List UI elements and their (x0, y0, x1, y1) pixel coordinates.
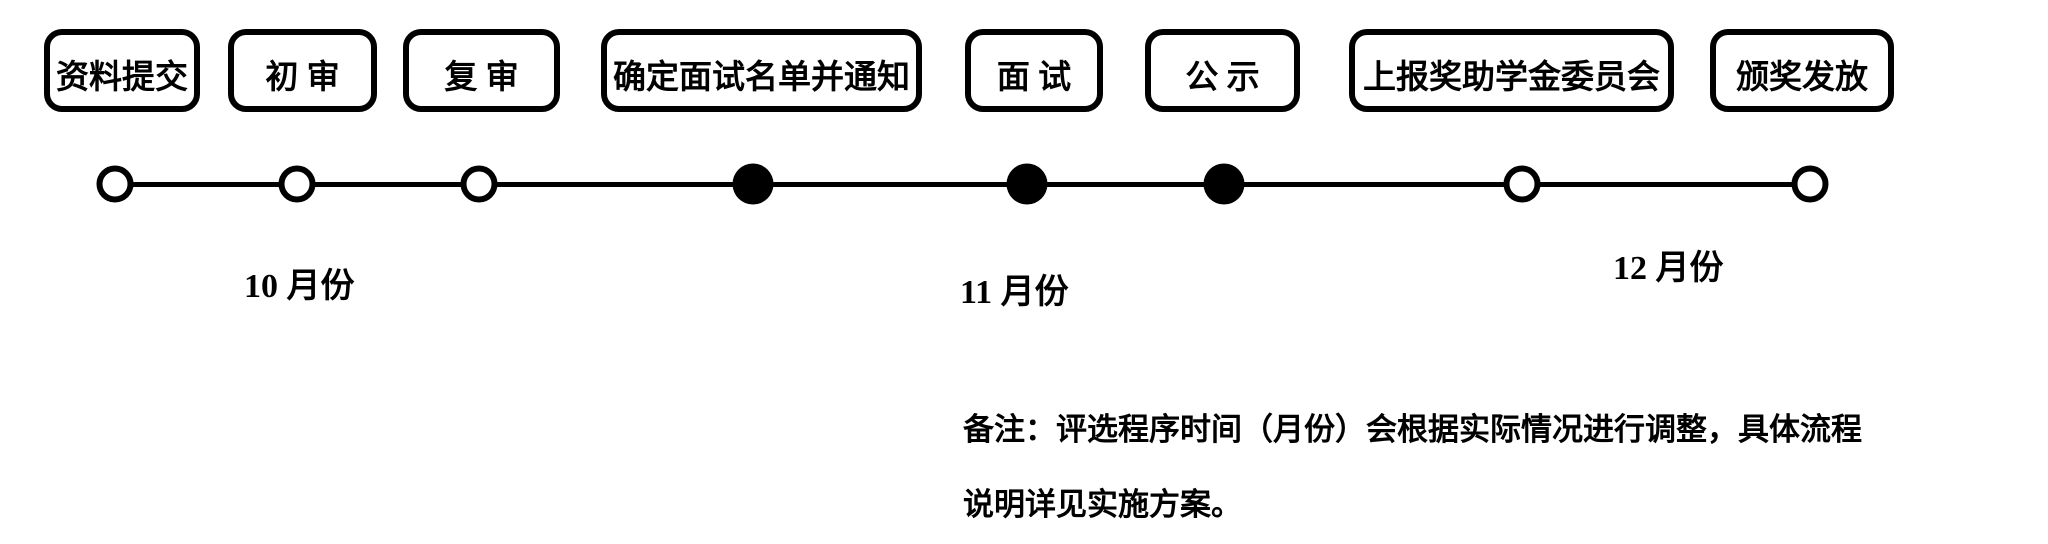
timeline-node-interview (1006, 163, 1048, 205)
stage-box-interview: 面 试 (965, 29, 1103, 112)
timeline-node-second-review (460, 165, 498, 203)
note-line-2: 说明详见实施方案。 (963, 487, 1242, 522)
stage-box-report-committee: 上报奖助学金委员会 (1349, 29, 1674, 112)
timeline-node-interview-list-notify (732, 163, 774, 205)
stage-box-second-review: 复 审 (403, 29, 560, 112)
stage-box-award-distribution: 颁奖发放 (1710, 29, 1894, 112)
timeline-node-award-distribution (1791, 165, 1829, 203)
month-label-october: 10 月份 (244, 268, 355, 305)
stage-box-preliminary-review: 初 审 (228, 29, 377, 112)
stage-box-interview-list-notify: 确定面试名单并通知 (601, 29, 922, 112)
month-label-november: 11 月份 (960, 274, 1069, 311)
timeline-line (115, 182, 1810, 187)
timeline-node-preliminary-review (278, 165, 316, 203)
timeline-node-material-submission (96, 165, 134, 203)
timeline-node-public-announcement (1203, 163, 1245, 205)
stage-box-public-announcement: 公 示 (1145, 29, 1300, 112)
month-label-december: 12 月份 (1613, 250, 1724, 287)
note-line-1: 备注：评选程序时间（月份）会根据实际情况进行调整，具体流程 (963, 412, 1862, 447)
stage-box-material-submission: 资料提交 (44, 29, 200, 112)
timeline-node-report-committee (1503, 165, 1541, 203)
